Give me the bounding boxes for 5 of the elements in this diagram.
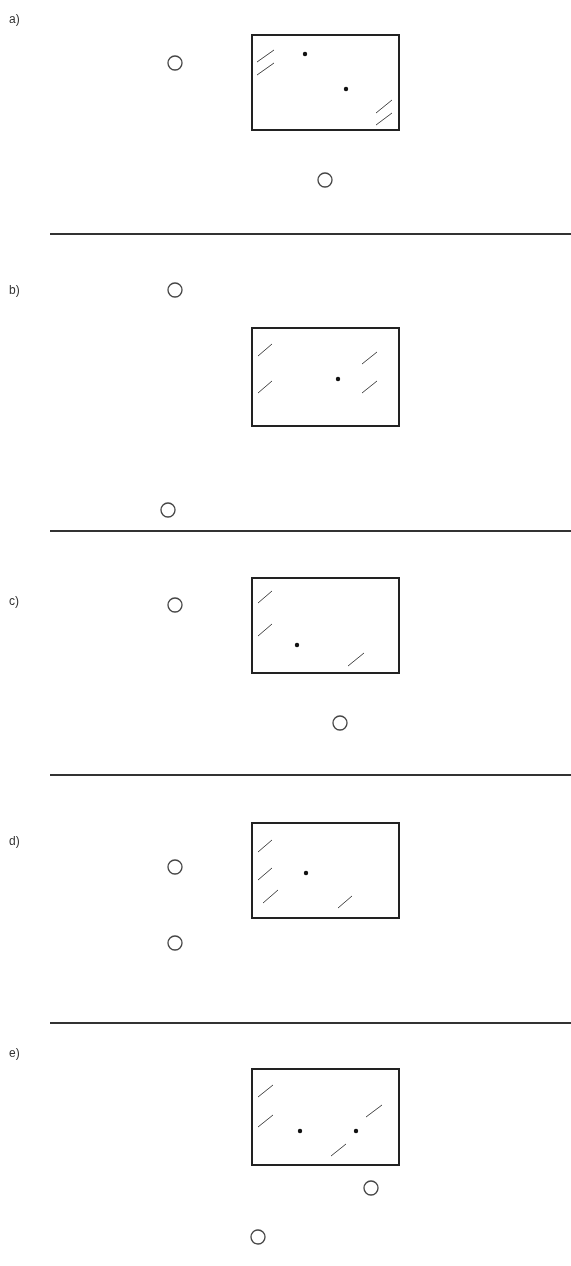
panel-label: b) [9, 283, 20, 297]
panel-label: d) [9, 834, 20, 848]
panel-label: a) [9, 12, 20, 26]
panel-label: e) [9, 1046, 20, 1060]
panel-label: c) [9, 594, 19, 608]
